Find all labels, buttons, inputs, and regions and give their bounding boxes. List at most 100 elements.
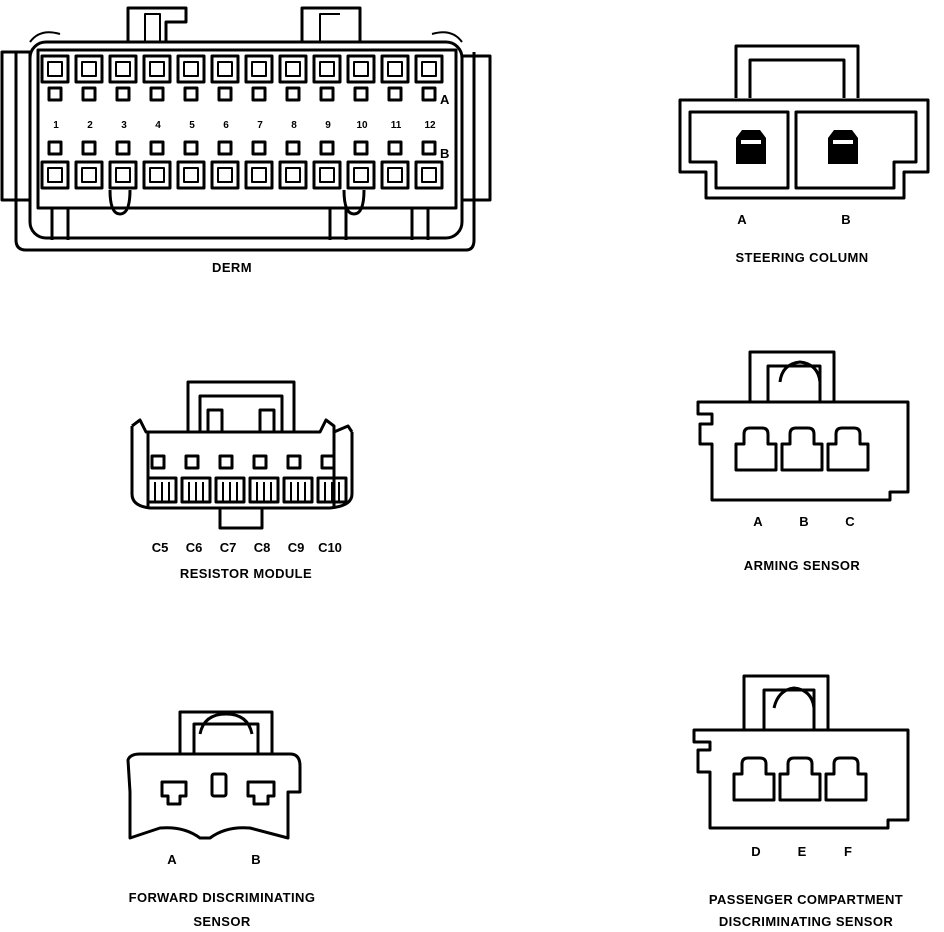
resistor-module-pin-label: C7 [220, 540, 237, 555]
arming-sensor-cavities [734, 426, 870, 472]
derm-terminal-b [176, 160, 206, 190]
resistor-module-cavity [150, 454, 166, 470]
resistor-module-title: RESISTOR MODULE [180, 566, 312, 581]
derm-terminal-a-inner [115, 61, 131, 77]
derm-terminal-a [210, 54, 240, 84]
derm-terminal-a [108, 54, 138, 84]
derm-cavity-b [47, 140, 63, 156]
derm-terminal-b-inner [115, 167, 131, 183]
derm-row-b-terminals [40, 160, 444, 190]
derm-cavity-b [251, 140, 267, 156]
passenger-sensor-pin-label: E [798, 844, 807, 859]
derm-terminal-a [380, 54, 410, 84]
derm-cavity-b [183, 140, 199, 156]
derm-terminal-b [414, 160, 444, 190]
resistor-module-cavity [286, 454, 302, 470]
arming-sensor-connector [696, 350, 910, 502]
derm-terminal-b-inner [217, 167, 233, 183]
derm-terminal-a [74, 54, 104, 84]
derm-cavity-b [217, 140, 233, 156]
derm-terminal-b-inner [285, 167, 301, 183]
derm-terminal-a [346, 54, 376, 84]
forward-sensor-pin-a: A [167, 852, 177, 867]
arming-sensor-cavity [826, 426, 870, 472]
derm-terminal-b [142, 160, 172, 190]
derm-terminal-a [278, 54, 308, 84]
arming-sensor-pin-labels: A B C [753, 514, 855, 529]
derm-terminal-a [312, 54, 342, 84]
derm-terminal-b [40, 160, 70, 190]
derm-terminal-b-inner [421, 167, 437, 183]
derm-cavity-number: 11 [391, 120, 402, 131]
derm-terminal-a-inner [387, 61, 403, 77]
derm-terminal-b-inner [81, 167, 97, 183]
derm-terminal-b-inner [183, 167, 199, 183]
derm-cavity-number: 5 [189, 120, 195, 131]
forward-sensor-connector [126, 710, 302, 840]
resistor-module-pin-label: C8 [254, 540, 271, 555]
derm-cavity-number: 2 [87, 120, 93, 131]
derm-terminal-a [40, 54, 70, 84]
resistor-module-pin-label: C10 [318, 540, 342, 555]
derm-cavity-number: 10 [356, 120, 368, 131]
derm-cavity-b [353, 140, 369, 156]
derm-terminal-b [74, 160, 104, 190]
derm-terminal-b-inner [353, 167, 369, 183]
steering-pin-b: B [841, 212, 850, 227]
arming-sensor-title: ARMING SENSOR [744, 558, 861, 573]
derm-terminal-a-inner [251, 61, 267, 77]
derm-cavity-number: 7 [257, 120, 263, 131]
derm-title: DERM [212, 260, 252, 275]
resistor-module-pin-label: C5 [152, 540, 169, 555]
passenger-sensor-connector [692, 674, 910, 830]
steering-column-connector [678, 44, 930, 200]
resistor-module-cavity [218, 454, 234, 470]
arming-sensor-pin-label: C [845, 514, 855, 529]
derm-cavity-a [217, 86, 233, 102]
derm-cavity-a [251, 86, 267, 102]
resistor-module-pin-label: C6 [186, 540, 203, 555]
derm-cavity-a [149, 86, 165, 102]
arming-sensor-cavity [780, 426, 824, 472]
passenger-sensor-title-line2: DISCRIMINATING SENSOR [719, 914, 893, 929]
derm-terminal-a-inner [217, 61, 233, 77]
passenger-sensor-pin-label: D [751, 844, 760, 859]
steering-column-title: STEERING COLUMN [735, 250, 868, 265]
derm-cavity-b [387, 140, 403, 156]
derm-cavity-number: 9 [325, 120, 331, 131]
derm-terminal-b [380, 160, 410, 190]
derm-cavity-a [81, 86, 97, 102]
derm-cavity-a [319, 86, 335, 102]
resistor-module-cavity [252, 454, 268, 470]
derm-terminal-b-inner [47, 167, 63, 183]
derm-terminal-b-inner [319, 167, 335, 183]
resistor-module-terminals [146, 476, 348, 504]
resistor-module-cavity [184, 454, 200, 470]
derm-row-a-terminals [40, 54, 444, 84]
derm-cavity-a [421, 86, 437, 102]
derm-cavity-number: 3 [121, 120, 127, 131]
derm-terminal-a [176, 54, 206, 84]
derm-row-a-cavities [47, 86, 437, 102]
derm-terminal-a-inner [285, 61, 301, 77]
derm-cavity-a [47, 86, 63, 102]
arming-sensor-pin-label: A [753, 514, 763, 529]
derm-cavity-a [183, 86, 199, 102]
derm-cavity-number: 8 [291, 120, 297, 131]
derm-terminal-b [278, 160, 308, 190]
derm-terminal-a-inner [421, 61, 437, 77]
derm-cavity-b [115, 140, 131, 156]
derm-terminal-b-inner [149, 167, 165, 183]
derm-cavity-a [115, 86, 131, 102]
derm-terminal-a-inner [183, 61, 199, 77]
forward-sensor-title-line2: SENSOR [193, 914, 251, 929]
arming-sensor-pin-label: B [799, 514, 808, 529]
derm-row-b-cavities [47, 140, 437, 156]
derm-terminal-a-inner [47, 61, 63, 77]
derm-cavity-number: 12 [424, 120, 436, 131]
derm-cavity-b [319, 140, 335, 156]
derm-terminal-a-inner [319, 61, 335, 77]
